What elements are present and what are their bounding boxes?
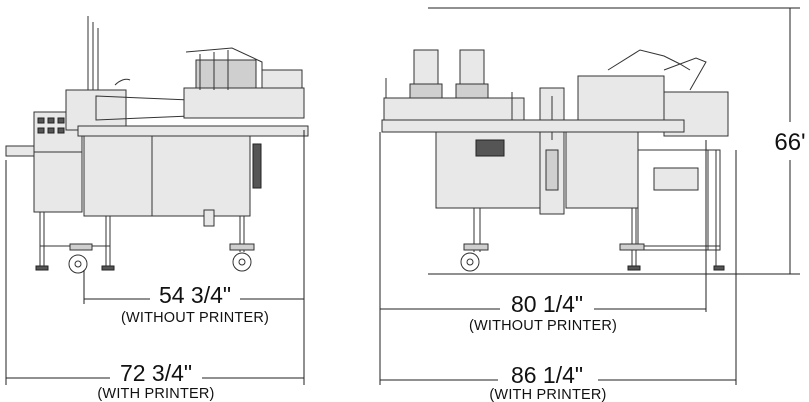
left-machine-side-view xyxy=(5,16,309,274)
left-without-printer-note: (WITHOUT PRINTER) xyxy=(121,310,269,326)
right-without-printer-note: (WITHOUT PRINTER) xyxy=(469,318,617,334)
left-with-printer-value: 72 3/4" xyxy=(120,360,192,386)
dimension-lines xyxy=(5,7,800,385)
right-with-printer-note: (WITH PRINTER) xyxy=(489,387,606,402)
left-with-printer-note: (WITH PRINTER) xyxy=(97,386,214,402)
right-with-printer-value: 86 1/4" xyxy=(511,362,583,388)
left-without-printer-value: 54 3/4" xyxy=(159,282,231,308)
right-without-printer-value: 80 1/4" xyxy=(511,291,583,317)
height-value: 66' xyxy=(774,129,805,156)
right-machine-front-view xyxy=(381,49,729,272)
